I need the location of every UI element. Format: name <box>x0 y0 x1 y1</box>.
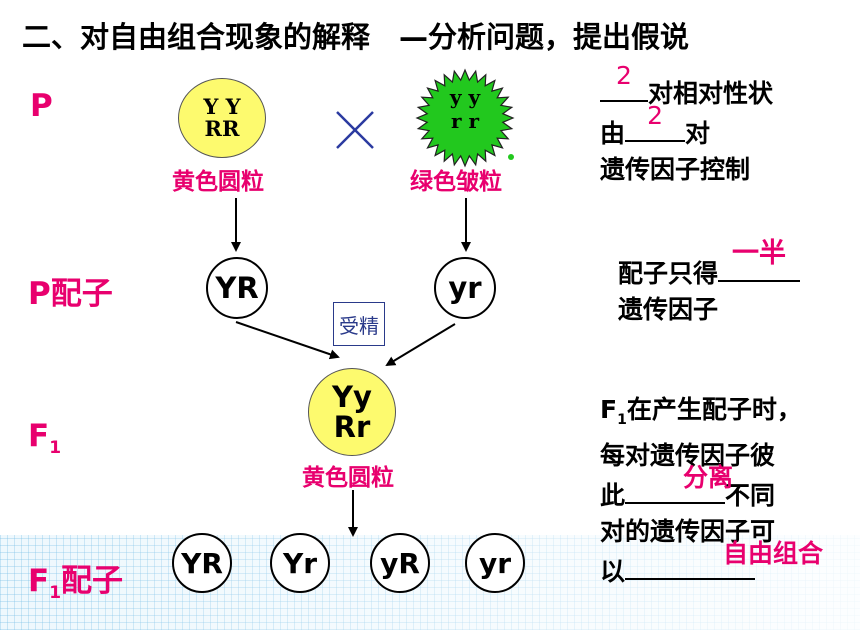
background-grid <box>0 535 860 630</box>
f1-gamete-3: yR <box>370 533 430 593</box>
p-gamete-left: YR <box>206 257 268 319</box>
page-title: 二、对自由组合现象的解释 —分析问题，提出假说 <box>22 20 690 54</box>
f1-gamete-2: Yr <box>270 533 330 593</box>
f1-gamete-4: yr <box>465 533 525 593</box>
fertilization-stamp: 受精 <box>333 302 385 346</box>
f1-yellow-round: Yy Rr <box>308 368 396 456</box>
p-gamete-right: yr <box>434 257 496 319</box>
parent-left-phenotype: 黄色圆粒 <box>172 169 264 195</box>
label-p-gamete: P配子 <box>28 276 113 312</box>
f1-genotype-1: Yy <box>332 379 372 414</box>
f1-gamete-1: YR <box>172 533 232 593</box>
green-wrinkled-seed <box>415 68 515 168</box>
label-f1-gamete: F1配子 <box>28 563 124 604</box>
parent-yellow-round: Y Y RR <box>178 78 266 158</box>
blank-factor-count: 2 <box>625 101 686 142</box>
f1-phenotype: 黄色圆粒 <box>302 465 394 491</box>
arrow-right-gamete <box>385 323 456 367</box>
cross-symbol <box>336 111 374 149</box>
note-gamete-half: 配子只得一半 遗传因子 <box>618 238 801 328</box>
blank-separate: 分离 <box>625 463 733 504</box>
blank-free-combination: 自由组合 <box>625 539 823 580</box>
label-p: P <box>30 88 53 124</box>
parent-left-genotype-2: RR <box>204 116 240 141</box>
green-dot <box>508 154 514 160</box>
parent-left-genotype-1: Y Y <box>203 93 241 119</box>
note-segregation: F1在产生配子时， 每对遗传因子彼 此分离不同 对的遗传因子可 以自由组合 <box>600 395 824 586</box>
blank-half: 一半 <box>718 238 801 282</box>
parent-right-phenotype: 绿色皱粒 <box>410 169 502 195</box>
arrow-left-gamete <box>235 321 340 360</box>
label-f1: F1 <box>28 418 62 459</box>
f1-genotype-2: Rr <box>333 410 371 444</box>
parent-right-genotype: y y r r <box>449 85 481 133</box>
blank-trait-count: 2 <box>600 61 648 102</box>
